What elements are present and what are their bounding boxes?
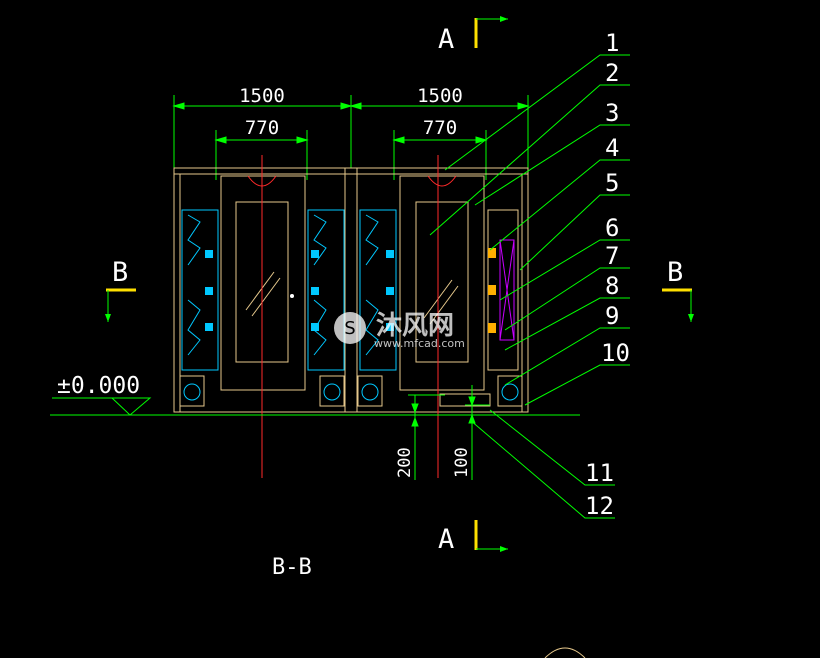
callout-leaders (429, 54, 630, 519)
dimension-text-100: 100 (452, 447, 472, 478)
dimension-text-200: 200 (395, 447, 415, 478)
callout-2: 2 (605, 59, 619, 87)
callout-3: 3 (605, 99, 619, 127)
callout-numbers: 1 2 3 4 5 6 7 8 9 10 11 12 (585, 29, 630, 520)
dimension-text-770-left: 770 (245, 117, 279, 139)
left-door (220, 175, 306, 391)
callout-12: 12 (585, 492, 614, 520)
watermark-logo-glyph: S (344, 318, 355, 339)
left-door-handle (290, 294, 294, 298)
section-letter-b-right: B (667, 257, 683, 288)
dimension-200: 200 (395, 394, 445, 480)
right-bay-fan-left (357, 375, 383, 407)
section-marker-a-bottom: A (438, 520, 508, 555)
section-marker-b-left: B (105, 257, 136, 322)
section-marker-a-top: A (438, 16, 508, 55)
right-bay (357, 175, 523, 407)
callout-5: 5 (605, 169, 619, 197)
callout-9: 9 (605, 302, 619, 330)
left-bay-nozzle-heads (205, 250, 319, 331)
callout-8: 8 (605, 272, 619, 300)
section-marker-b-right: B (662, 257, 694, 322)
right-door (399, 175, 485, 391)
right-bay-threshold (439, 393, 491, 407)
dimension-770-left: 770 (214, 117, 309, 180)
left-bay-fan-left (179, 375, 205, 407)
partial-circle-bottom (544, 647, 586, 658)
watermark: S 沐风网 www.mfcad.com (334, 311, 465, 350)
dimension-770-right: 770 (392, 117, 488, 180)
elevation-label: ±0.000 (57, 373, 140, 399)
section-letter-b-left: B (112, 257, 128, 288)
callout-1: 1 (605, 29, 619, 57)
right-bay-nozzles (365, 214, 379, 356)
left-door-glass-hatch (245, 271, 281, 317)
dimension-1500-right: 1500 (349, 85, 530, 168)
right-bay-fan-right (497, 375, 523, 407)
ground-line (50, 397, 580, 416)
left-bay-fan-right (319, 375, 345, 407)
callout-6: 6 (605, 214, 619, 242)
section-title: B-B (272, 555, 312, 580)
dimension-text-770-right: 770 (423, 117, 457, 139)
callout-11: 11 (585, 459, 614, 487)
left-bay-side-panels (181, 209, 345, 371)
dimension-100: 100 (452, 385, 490, 480)
watermark-url: www.mfcad.com (374, 337, 465, 350)
section-letter-a-bottom: A (438, 524, 454, 555)
callout-7: 7 (605, 242, 619, 270)
left-bay-nozzles (187, 214, 327, 356)
cabinet-outline (173, 167, 529, 413)
section-letter-a-top: A (438, 24, 454, 55)
watermark-brand: 沐风网 (376, 311, 454, 341)
right-bay-yellow-nozzles (488, 248, 496, 333)
dimension-text-1500-left: 1500 (239, 85, 285, 107)
right-bay-heater (499, 239, 515, 341)
dimension-1500-left: 1500 (172, 85, 353, 168)
right-bay-nozzle-heads (386, 250, 394, 331)
callout-10: 10 (601, 339, 630, 367)
dimension-text-1500-right: 1500 (417, 85, 463, 107)
callout-4: 4 (605, 134, 619, 162)
centerlines (261, 155, 439, 478)
